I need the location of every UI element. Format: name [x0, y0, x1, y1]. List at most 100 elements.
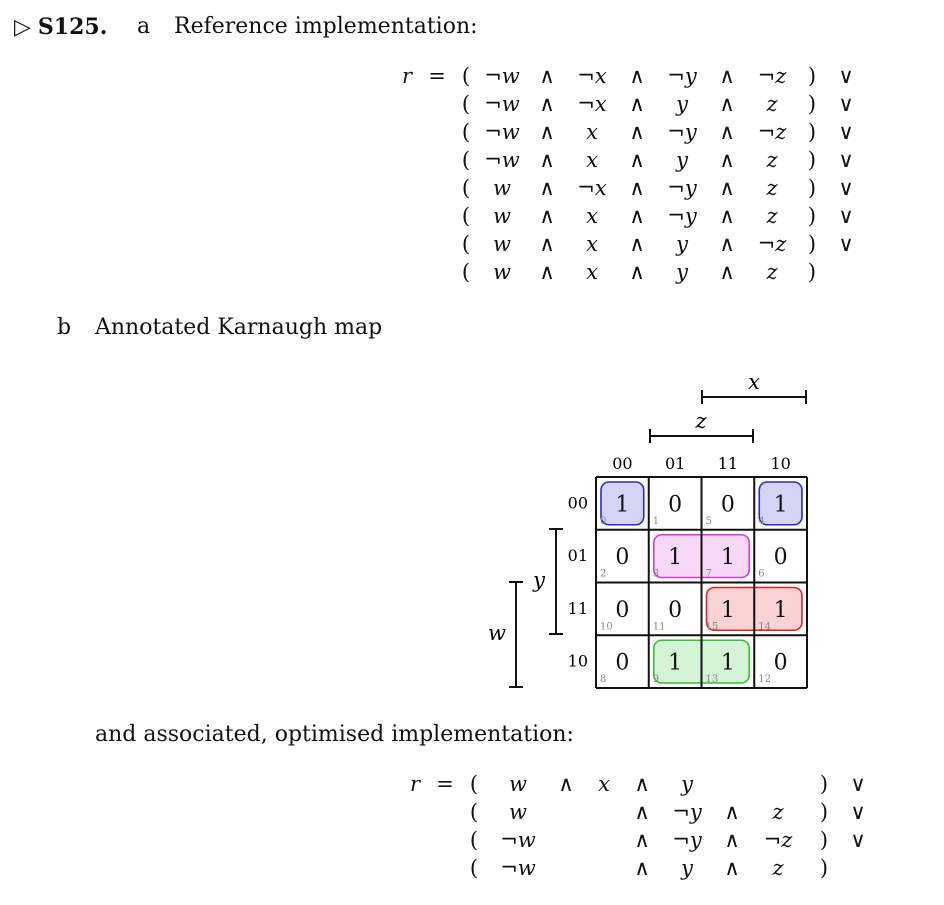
kmap-cell-value: 1 — [668, 651, 682, 676]
z-bracket-label: z — [694, 409, 707, 433]
ref-term: x — [586, 232, 598, 256]
ref-lparen: ( — [461, 176, 471, 200]
ref-rparen: ) — [807, 64, 817, 88]
ref-term: y — [676, 232, 688, 256]
ref-and: ∧ — [629, 176, 645, 200]
opt-row: (¬w∧¬y∧¬z)∨ — [404, 826, 878, 854]
ref-term: y — [676, 260, 688, 284]
w-bracket-label: w — [488, 621, 506, 645]
kmap-cell-index: 14 — [758, 621, 771, 632]
opt-term: y — [681, 856, 693, 880]
ref-rparen: ) — [807, 260, 817, 284]
ref-and: ∧ — [719, 260, 735, 284]
opt-and: ∧ — [634, 828, 650, 852]
x-bracket-label: x — [748, 370, 760, 394]
opt-term: z — [772, 856, 784, 880]
ref-term: z — [766, 260, 778, 284]
opt-lhs — [404, 854, 426, 882]
kmap-cell-index: 1 — [653, 516, 659, 527]
opt-rparen: ) — [819, 828, 829, 852]
kmap-row-header: 10 — [568, 652, 588, 671]
opt-term: y — [681, 772, 693, 796]
opt-and: ∧ — [634, 800, 650, 824]
opt-and: ∧ — [724, 856, 740, 880]
kmap-cell-index: 2 — [600, 569, 606, 580]
ref-row: (w∧x∧¬y∧z)∨ — [396, 202, 866, 230]
opt-term — [580, 798, 628, 826]
ref-term: ¬z — [757, 232, 787, 256]
kmap-cell-index: 11 — [653, 621, 666, 632]
y-bracket-label: y — [532, 568, 546, 592]
ref-rparen: ) — [807, 120, 817, 144]
ref-and: ∧ — [629, 148, 645, 172]
kmap-cell-index: 13 — [706, 674, 719, 685]
reference-equation: r=(¬w∧¬x∧¬y∧¬z)∨(¬w∧¬x∧y∧z)∨(¬w∧x∧¬y∧¬z)… — [396, 62, 866, 286]
triangle-icon: ▷ — [14, 15, 31, 40]
opt-or: ∨ — [850, 800, 866, 824]
ref-term: x — [586, 260, 598, 284]
kmap-col-header: 11 — [718, 454, 738, 473]
ref-term: w — [493, 232, 511, 256]
ref-lparen: ( — [461, 204, 471, 228]
ref-row: r=(¬w∧¬x∧¬y∧¬z)∨ — [396, 62, 866, 90]
kmap-cell-index: 6 — [758, 569, 764, 580]
section-label: S125. — [37, 14, 108, 40]
ref-rparen: ) — [807, 92, 817, 116]
ref-term: ¬y — [667, 64, 697, 88]
ref-or: ∨ — [838, 148, 854, 172]
ref-term: w — [493, 260, 511, 284]
opt-and — [718, 770, 746, 798]
ref-and: ∧ — [629, 232, 645, 256]
kmap-row-header: 01 — [568, 546, 588, 565]
opt-term — [580, 854, 628, 882]
opt-rparen: ) — [819, 856, 829, 880]
ref-term: y — [676, 148, 688, 172]
after-map-text: and associated, optimised implementation… — [95, 722, 574, 747]
ref-and: ∧ — [719, 92, 735, 116]
ref-and: ∧ — [539, 176, 555, 200]
opt-term: ¬w — [500, 856, 536, 880]
kmap-cell-index: 9 — [653, 674, 659, 685]
opt-and — [552, 798, 580, 826]
ref-and: ∧ — [539, 260, 555, 284]
opt-lparen: ( — [469, 772, 479, 796]
opt-eq — [426, 854, 464, 882]
ref-eq: = — [428, 64, 446, 88]
ref-term: ¬w — [484, 148, 520, 172]
ref-term: ¬z — [757, 120, 787, 144]
kmap-cell-value: 0 — [668, 598, 682, 623]
opt-row: (w∧¬y∧z)∨ — [404, 798, 878, 826]
part-b-title: Annotated Karnaugh map — [95, 315, 383, 340]
kmap-cell-value: 1 — [668, 545, 682, 570]
opt-eq: = — [436, 772, 454, 796]
ref-term: ¬y — [667, 120, 697, 144]
ref-and: ∧ — [539, 232, 555, 256]
ref-and: ∧ — [719, 120, 735, 144]
group-blue-right — [758, 481, 803, 526]
opt-lparen: ( — [469, 800, 479, 824]
ref-and: ∧ — [629, 204, 645, 228]
opt-and — [552, 854, 580, 882]
ref-term: z — [766, 148, 778, 172]
ref-lparen: ( — [461, 92, 471, 116]
opt-term: w — [509, 772, 527, 796]
opt-term — [580, 826, 628, 854]
opt-rparen: ) — [819, 772, 829, 796]
opt-lhs — [404, 826, 426, 854]
ref-or: ∨ — [838, 232, 854, 256]
opt-lparen: ( — [469, 856, 479, 880]
ref-and: ∧ — [719, 232, 735, 256]
kmap-cell-index: 10 — [600, 621, 613, 632]
kmap-cell-index: 0 — [600, 516, 606, 527]
ref-and: ∧ — [629, 120, 645, 144]
opt-and: ∧ — [724, 800, 740, 824]
kmap-cell-value: 1 — [721, 598, 735, 623]
ref-lparen: ( — [461, 64, 471, 88]
section-header: ▷ S125. — [14, 14, 107, 40]
kmap-cell-index: 3 — [653, 569, 659, 580]
ref-term: ¬x — [577, 92, 607, 116]
opt-eq — [426, 826, 464, 854]
opt-rparen: ) — [819, 800, 829, 824]
ref-or: ∨ — [838, 176, 854, 200]
kmap-row-header: 11 — [568, 599, 588, 618]
